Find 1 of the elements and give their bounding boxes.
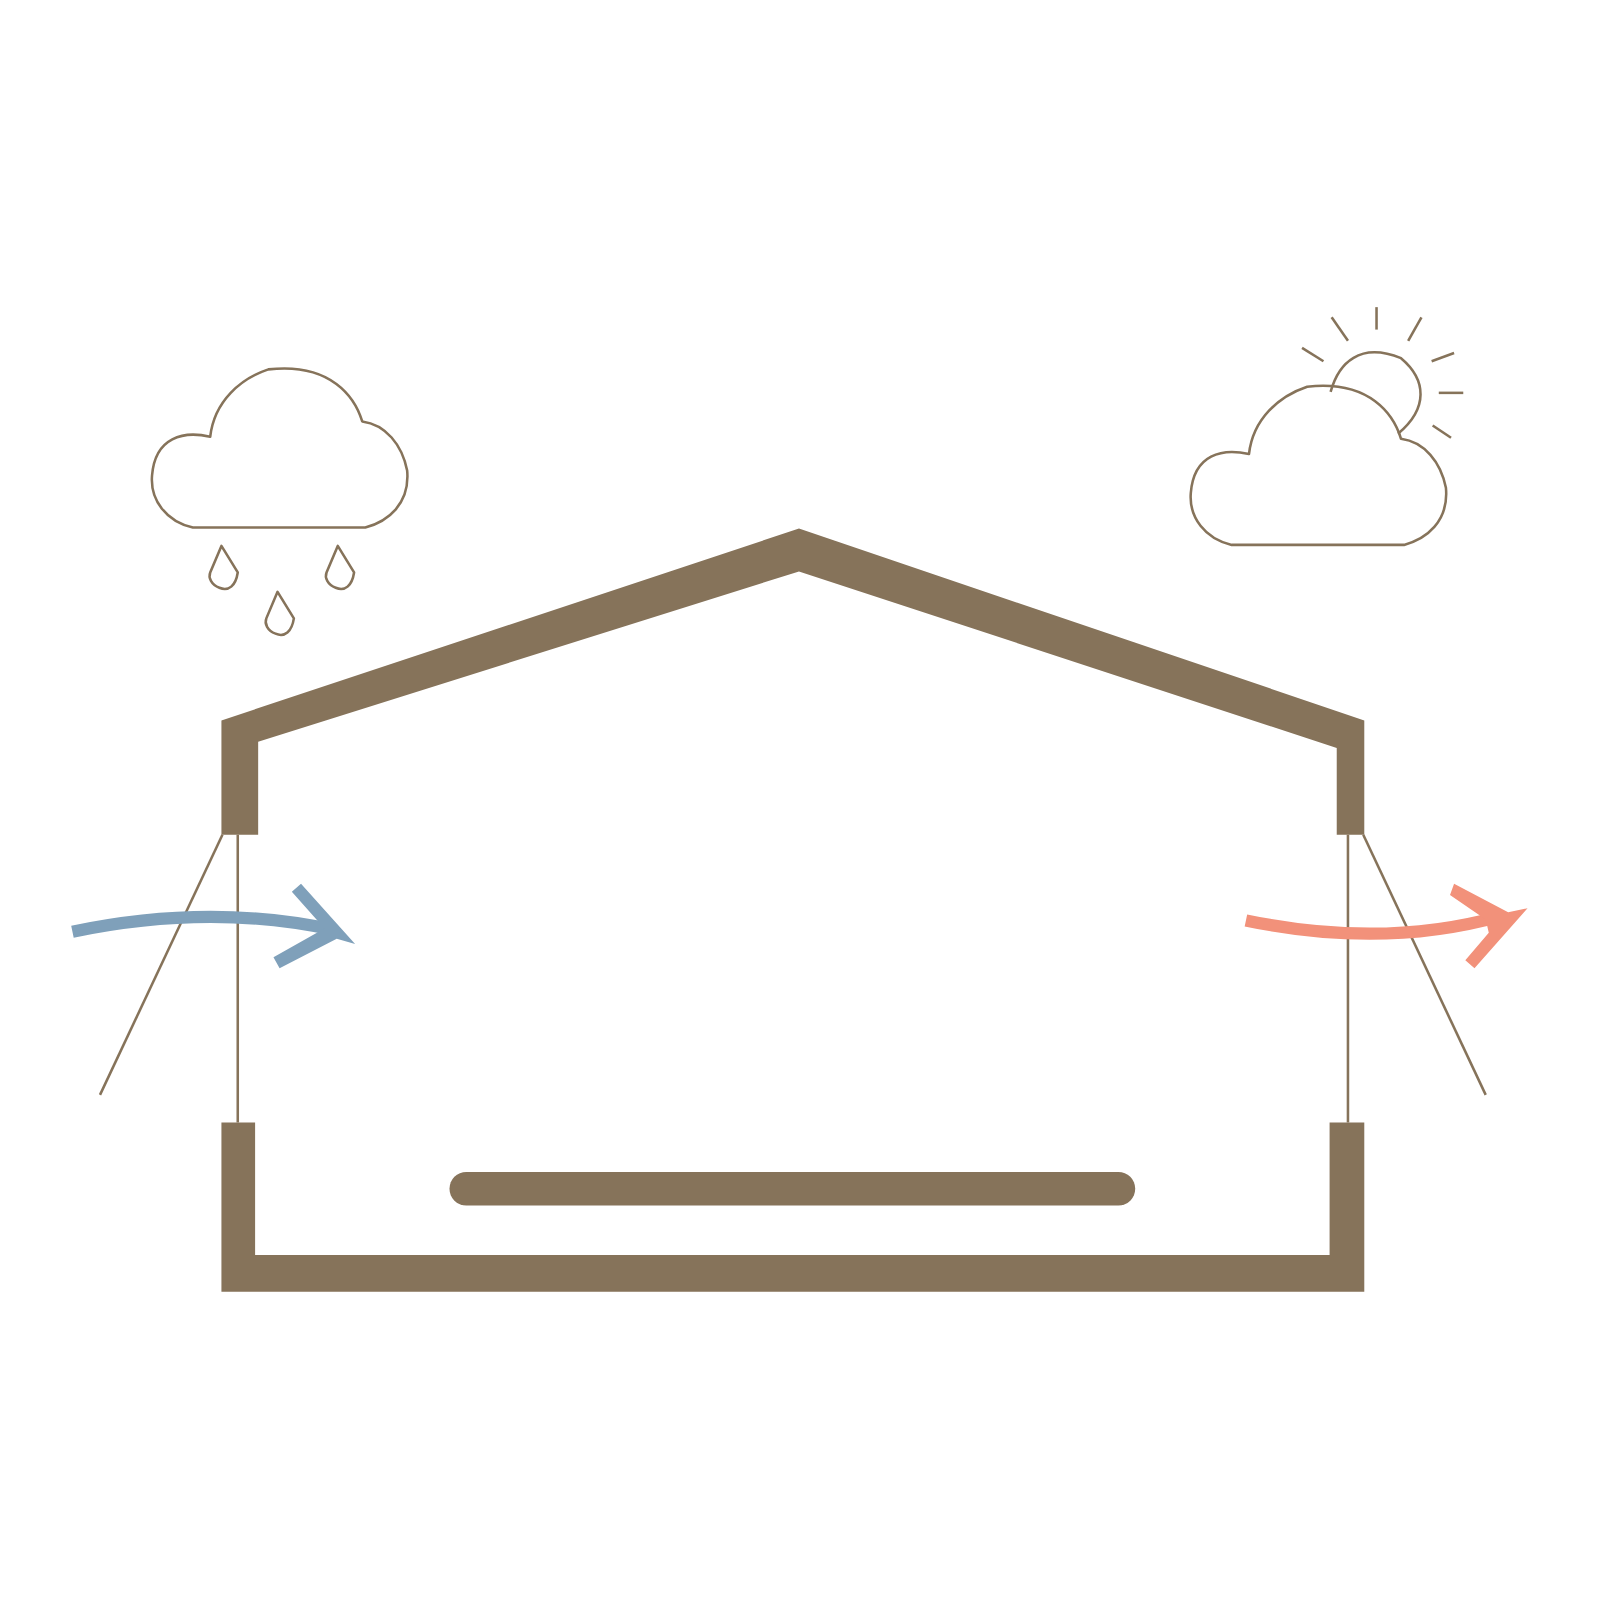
house-drawing [98, 528, 1487, 1292]
